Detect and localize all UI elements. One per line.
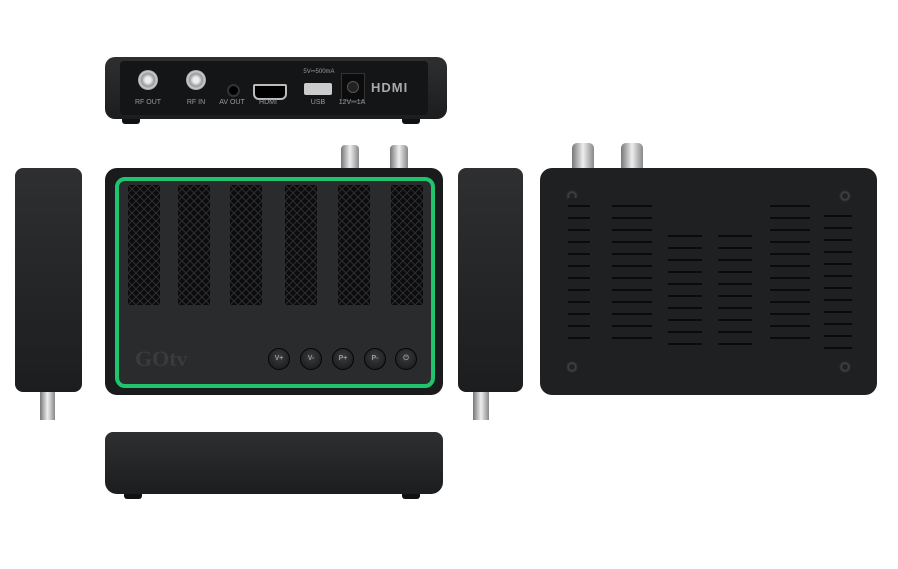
hdmi-logo: HDMI — [371, 80, 409, 95]
antenna-connector-icon — [621, 143, 643, 169]
usb-label: USB — [310, 99, 326, 106]
left-side-view — [15, 168, 82, 392]
antenna-connector-icon — [390, 145, 408, 169]
bottom-view — [540, 168, 877, 395]
hdmi-label: HDMI — [259, 99, 277, 106]
program-down-button[interactable]: P- — [364, 348, 386, 370]
program-up-button[interactable]: P+ — [332, 348, 354, 370]
foot — [124, 494, 142, 499]
vent-slots — [824, 208, 852, 358]
rf-out-connector-icon — [138, 70, 158, 90]
foot — [402, 119, 420, 124]
usb-rating: 5V⎓500mA — [303, 69, 335, 75]
antenna-connector-icon — [572, 143, 594, 169]
front-view — [105, 432, 443, 494]
vent-slots — [668, 228, 702, 348]
vent-slots — [718, 228, 752, 348]
vent-slots — [770, 198, 810, 348]
brand-logo: GOtv — [135, 346, 188, 371]
top-view: GOtv V+ V- P+ P- ⏻ — [105, 168, 443, 395]
hdmi-port-icon — [253, 84, 287, 100]
volume-up-button[interactable]: V+ — [268, 348, 290, 370]
dc-power-jack-icon — [341, 73, 365, 101]
screw-icon — [839, 190, 851, 202]
foot — [122, 119, 140, 124]
vent-grid — [178, 185, 210, 305]
av-out-jack-icon — [227, 84, 240, 97]
vent-grid — [338, 185, 370, 305]
vent-slots — [612, 198, 652, 348]
power-button[interactable]: ⏻ — [395, 348, 417, 370]
rf-in-label: RF IN — [186, 99, 206, 106]
back-view: 5V⎓500mA HDMI RF OUT RF IN AV OUT HDMI U… — [105, 57, 447, 119]
coax-connector-icon — [473, 392, 489, 420]
volume-down-button[interactable]: V- — [300, 348, 322, 370]
vent-grid — [285, 185, 317, 305]
vent-grid — [391, 185, 423, 305]
antenna-connector-icon — [341, 145, 359, 169]
rf-out-label: RF OUT — [134, 99, 162, 106]
usb-port-icon — [304, 83, 332, 95]
vent-grid — [230, 185, 262, 305]
right-side-view — [458, 168, 523, 392]
coax-connector-icon — [40, 392, 55, 420]
screw-icon — [566, 361, 578, 373]
dc-label: 12V⎓1A — [338, 99, 366, 106]
vent-grid — [128, 185, 160, 305]
screw-icon — [839, 361, 851, 373]
av-out-label: AV OUT — [219, 99, 245, 106]
foot — [402, 494, 420, 499]
vent-slots — [568, 198, 590, 348]
rf-in-connector-icon — [186, 70, 206, 90]
